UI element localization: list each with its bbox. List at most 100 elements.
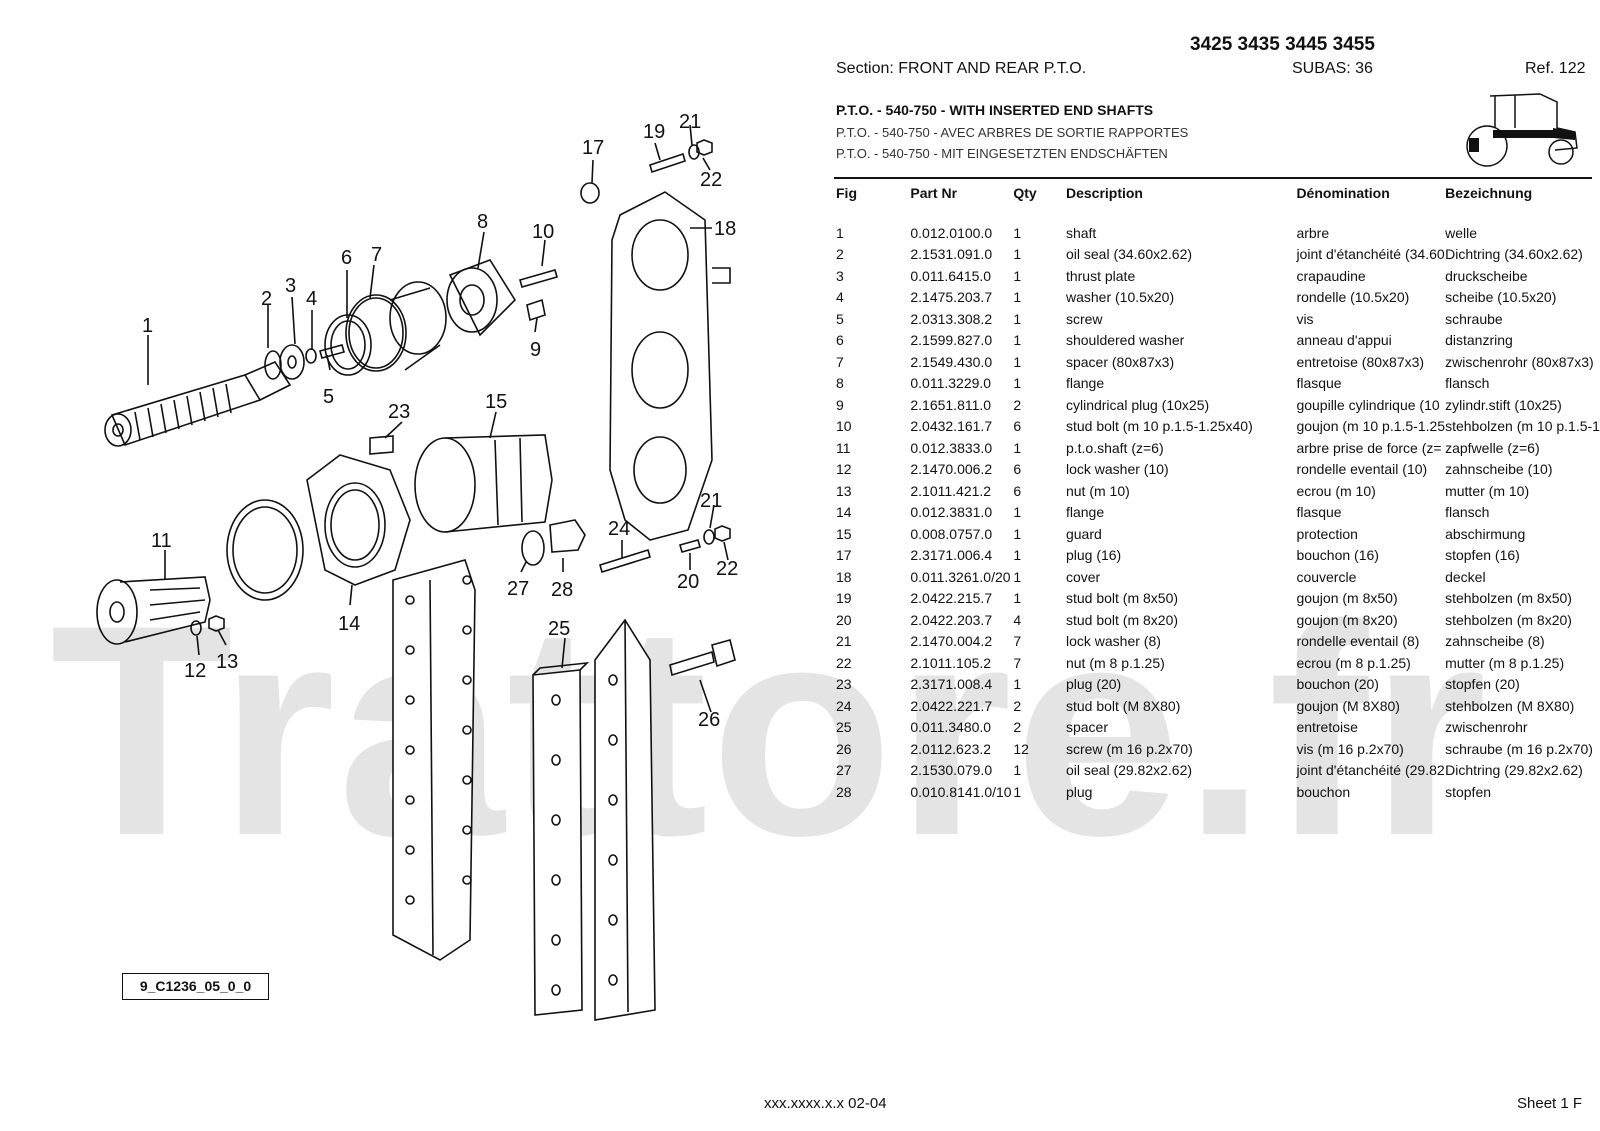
cell-qty: 1 bbox=[1013, 289, 1022, 306]
cell-fig: 27 bbox=[836, 762, 852, 779]
cell-fig: 4 bbox=[836, 289, 844, 306]
column-header-part-nr: Part Nr bbox=[910, 185, 958, 201]
cell-qty: 1 bbox=[1013, 224, 1022, 241]
part-thrust-plate-3 bbox=[279, 344, 305, 380]
column-header-description: Description bbox=[1065, 185, 1143, 201]
cell-denomination: arbre bbox=[1296, 224, 1330, 241]
callout-label: 13 bbox=[216, 651, 238, 673]
cell-description: cover bbox=[1065, 568, 1101, 585]
callout-label: 3 bbox=[285, 275, 296, 297]
cell-denomination: ecrou (m 8 p.1.25) bbox=[1296, 654, 1411, 671]
cell-part-nr: 0.011.3480.0 bbox=[910, 719, 992, 736]
cell-denomination: flasque bbox=[1296, 504, 1342, 521]
cell-description: oil seal (34.60x2.62) bbox=[1065, 246, 1193, 263]
cell-qty: 2 bbox=[1013, 396, 1022, 413]
column-header-denomination: Dénomination bbox=[1296, 185, 1390, 201]
cell-bezeichnung: scheibe (10.5x20) bbox=[1445, 289, 1557, 306]
cell-denomination: joint d'étanchéité (29.82 bbox=[1296, 762, 1445, 779]
table-top-rule bbox=[834, 177, 1592, 179]
cell-description: washer (10.5x20) bbox=[1065, 289, 1175, 306]
cell-fig: 3 bbox=[836, 267, 844, 284]
column-header-qty: Qty bbox=[1013, 185, 1037, 201]
part-guard-15 bbox=[414, 434, 553, 533]
cell-denomination: goujon (m 8x50) bbox=[1296, 590, 1398, 607]
model-numbers: 3425 3435 3445 3455 bbox=[1190, 34, 1375, 55]
cell-description: stud bolt (m 8x50) bbox=[1065, 590, 1179, 607]
cell-part-nr: 2.3171.006.4 bbox=[910, 547, 993, 564]
cell-denomination: joint d'étanchéité (34.60 bbox=[1296, 246, 1445, 263]
cell-fig: 5 bbox=[836, 310, 844, 327]
callout-label: 4 bbox=[306, 288, 317, 310]
cell-description: guard bbox=[1065, 525, 1102, 542]
cell-part-nr: 2.0422.215.7 bbox=[910, 590, 993, 607]
part-lock-washer-12 bbox=[190, 620, 202, 636]
cell-qty: 6 bbox=[1013, 461, 1022, 478]
cell-bezeichnung: zylindr.stift (10x25) bbox=[1445, 396, 1562, 413]
cell-qty: 1 bbox=[1013, 439, 1022, 456]
cell-bezeichnung: zwischenrohr bbox=[1445, 719, 1528, 736]
cell-qty: 1 bbox=[1013, 375, 1022, 392]
cell-qty: 12 bbox=[1013, 740, 1029, 757]
cell-bezeichnung: deckel bbox=[1445, 568, 1486, 585]
cell-bezeichnung: stehbolzen (M 8X80) bbox=[1445, 697, 1575, 714]
tractor-icon bbox=[1466, 93, 1578, 167]
cell-denomination: couvercle bbox=[1296, 568, 1357, 585]
cell-fig: 10 bbox=[836, 418, 852, 435]
cell-denomination: bouchon bbox=[1296, 783, 1351, 800]
cell-denomination: bouchon (20) bbox=[1296, 676, 1379, 693]
cell-part-nr: 2.1470.004.2 bbox=[910, 633, 993, 650]
cell-part-nr: 2.1549.430.0 bbox=[910, 353, 993, 370]
cell-denomination: goujon (m 8x20) bbox=[1296, 611, 1398, 628]
cell-fig: 9 bbox=[836, 396, 844, 413]
cell-bezeichnung: mutter (m 10) bbox=[1445, 482, 1530, 499]
cell-qty: 2 bbox=[1013, 697, 1022, 714]
cell-fig: 28 bbox=[836, 783, 852, 800]
callout-label: 24 bbox=[608, 518, 630, 540]
callout-label: 21 bbox=[700, 490, 722, 512]
cell-part-nr: 0.012.3833.0 bbox=[910, 439, 993, 456]
cell-bezeichnung: druckscheibe bbox=[1445, 267, 1528, 284]
cell-bezeichnung: schraube bbox=[1445, 310, 1503, 327]
subas-label: SUBAS: 36 bbox=[1292, 60, 1373, 77]
cell-fig: 1 bbox=[836, 224, 844, 241]
cell-qty: 2 bbox=[1013, 719, 1022, 736]
cell-bezeichnung: zwischenrohr (80x87x3) bbox=[1445, 353, 1594, 370]
cell-fig: 19 bbox=[836, 590, 852, 607]
cell-part-nr: 2.0422.221.7 bbox=[910, 697, 993, 714]
cell-fig: 20 bbox=[836, 611, 852, 628]
cell-bezeichnung: distanzring bbox=[1445, 332, 1513, 349]
cell-bezeichnung: zahnscheibe (10) bbox=[1445, 461, 1553, 478]
cell-fig: 25 bbox=[836, 719, 852, 736]
cell-bezeichnung: Dichtring (29.82x2.62) bbox=[1445, 762, 1583, 779]
part-plate-right bbox=[594, 618, 656, 1021]
title-french: P.T.O. - 540-750 - AVEC ARBRES DE SORTIE… bbox=[836, 125, 1189, 140]
cell-description: shaft bbox=[1065, 224, 1097, 241]
cell-description: plug (20) bbox=[1065, 676, 1122, 693]
table-row: 19 2.0422.215.7 1 stud bolt (m 8x50) goujon … bbox=[836, 588, 1600, 610]
cell-description: nut (m 10) bbox=[1065, 482, 1130, 499]
cell-denomination: goujon (m 10 p.1.5-1.25 bbox=[1296, 418, 1446, 435]
cell-qty: 1 bbox=[1013, 267, 1022, 284]
cell-fig: 13 bbox=[836, 482, 852, 499]
callout-label: 5 bbox=[323, 386, 334, 408]
cell-denomination: bouchon (16) bbox=[1296, 547, 1379, 564]
part-stud-24 bbox=[599, 548, 651, 574]
cell-fig: 24 bbox=[836, 697, 852, 714]
cell-qty: 1 bbox=[1013, 590, 1022, 607]
cell-description: p.t.o.shaft (z=6) bbox=[1065, 439, 1164, 456]
cell-qty: 1 bbox=[1013, 246, 1022, 263]
cell-qty: 1 bbox=[1013, 353, 1022, 370]
callout-label: 12 bbox=[184, 660, 206, 682]
